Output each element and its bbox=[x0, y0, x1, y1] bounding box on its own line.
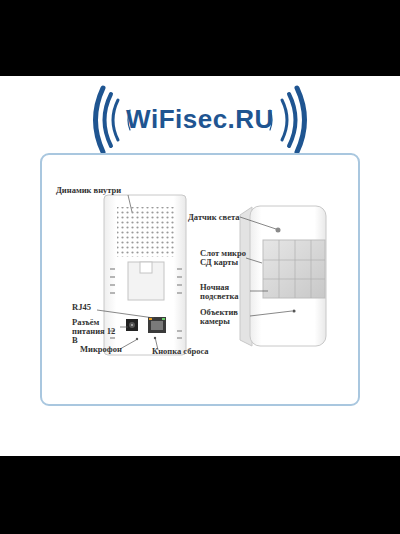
leader-lines bbox=[97, 195, 292, 350]
part-name: Слот микро СД карты bbox=[200, 249, 246, 267]
part-name: Объектив камеры bbox=[200, 308, 250, 326]
top-band bbox=[0, 0, 400, 76]
part-name: RJ45 bbox=[72, 303, 102, 312]
part-name: Кнопка сброса bbox=[152, 347, 222, 356]
logo-text: WiFisec.RU bbox=[0, 104, 400, 134]
frame bbox=[41, 154, 359, 405]
part-name: Разъём питания 12 В bbox=[72, 318, 120, 345]
part-name: Датчик света bbox=[188, 213, 242, 222]
device-back bbox=[104, 195, 186, 355]
bottom-band bbox=[0, 456, 400, 534]
part-name: Динамик внутри bbox=[56, 186, 136, 195]
part-name: Ночная подсветка bbox=[200, 283, 250, 301]
device-front bbox=[240, 206, 326, 346]
part-name: Микрофон bbox=[80, 345, 130, 354]
